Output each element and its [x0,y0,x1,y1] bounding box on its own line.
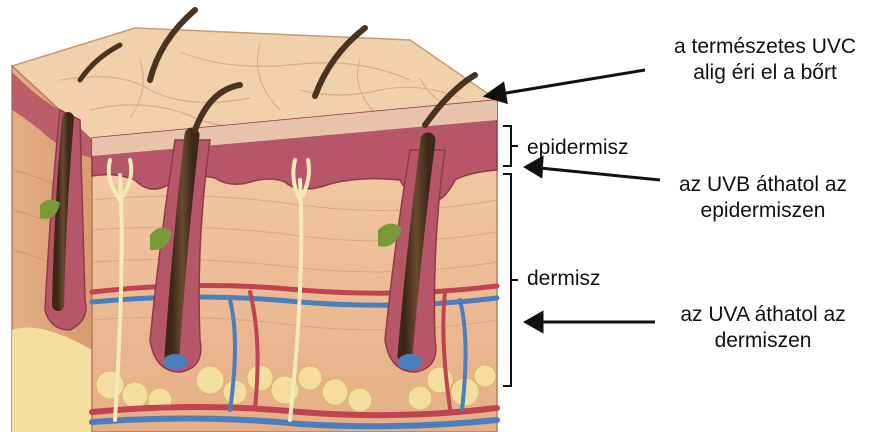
uva-label-line2: dermiszen [658,328,868,354]
arrow-uvb [526,158,660,180]
uva-label-line1: az UVA áthatol az [658,302,868,328]
dermis-label: dermisz [527,266,601,292]
uvb-label-line2: epidermiszen [658,198,868,224]
bracket-epidermis [503,126,518,166]
arrow-uvc [486,70,645,102]
uvc-label-line2: alig éri el a bőrt [655,60,875,86]
epidermis-label: epidermisz [527,135,629,161]
bracket-dermis [503,174,518,386]
uvc-label-line1: a természetes UVC [655,34,875,60]
uvc-label: a természetes UVC alig éri el a bőrt [655,34,875,86]
uvb-label: az UVB áthatol az epidermiszen [658,172,868,224]
uvb-label-line1: az UVB áthatol az [658,172,868,198]
arrow-uva [526,313,655,331]
uva-label: az UVA áthatol az dermiszen [658,302,868,354]
